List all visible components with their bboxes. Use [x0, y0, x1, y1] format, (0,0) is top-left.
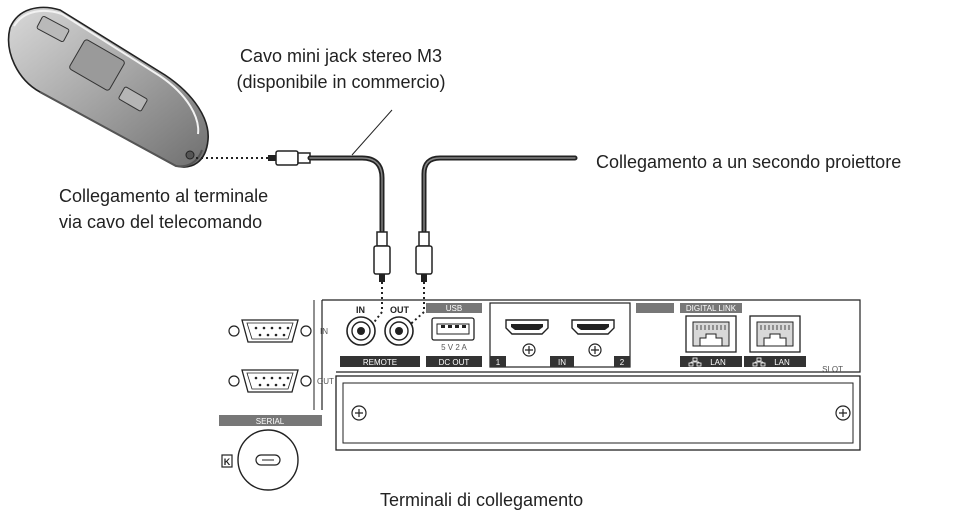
lock-icon: K	[221, 454, 233, 468]
network-icon	[688, 357, 702, 367]
remote-label-bar	[340, 356, 420, 367]
hdmi-port-1-icon	[505, 319, 549, 335]
hdmi-port-2-icon	[571, 319, 615, 335]
screw-icon	[351, 405, 367, 421]
digital-link-label-bar	[680, 303, 742, 313]
rca-jack-in-icon	[346, 316, 376, 346]
serial-label-bar	[219, 415, 322, 426]
svg-text:K: K	[224, 457, 231, 467]
rj45-lan-icon	[749, 315, 801, 353]
usb-label-bar	[426, 303, 482, 313]
rj45-lan-digital-link-icon	[685, 315, 737, 353]
d-sub-serial-out-icon	[228, 369, 312, 393]
usb-label: USB	[446, 304, 462, 313]
serial-in-label: IN	[320, 327, 328, 336]
serial-label: SERIAL	[256, 417, 285, 426]
cable-caption-line1: Cavo mini jack stereo M3	[239, 46, 443, 66]
remote-label: REMOTE	[363, 358, 397, 367]
remote-out-label: OUT	[390, 305, 410, 315]
screw-icon	[835, 405, 851, 421]
projector-terminal-panel: IN OUT SERIAL K IN OUT	[219, 299, 861, 491]
usb-port-icon	[431, 317, 475, 341]
usb-rating: 5 V 2 A	[441, 343, 467, 352]
remote-in-label: IN	[356, 305, 365, 315]
cable-caption-line2: (disponibile in commercio)	[236, 72, 446, 92]
security-knob	[237, 429, 299, 491]
plug-out-icon	[415, 231, 433, 282]
dc-out-label-bar	[426, 356, 482, 367]
screw-icon	[522, 343, 536, 357]
remote-caption-line1: Collegamento al terminale	[59, 186, 269, 206]
second-projector-caption: Collegamento a un secondo proiettore	[596, 152, 902, 172]
dc-out-label: DC OUT	[439, 358, 470, 367]
remote-cable	[307, 155, 385, 235]
mini-jack-plug-icon	[268, 150, 311, 166]
lan-1-label: LAN	[710, 358, 726, 367]
plug-in-icon	[373, 231, 391, 282]
hdmi-2-label: 2	[620, 358, 625, 367]
remote-caption-line2: via cavo del telecomando	[59, 212, 263, 232]
blank-label-bar	[636, 303, 674, 313]
hdmi-in-label: IN	[558, 358, 566, 367]
remote-control-icon	[7, 6, 209, 168]
slot-label: SLOT	[822, 365, 843, 374]
slot-cover	[335, 375, 861, 451]
digital-link-label: DIGITAL LINK	[686, 304, 737, 313]
serial-out-label: OUT	[317, 377, 334, 386]
network-icon	[752, 357, 766, 367]
lan-2-label: LAN	[774, 358, 790, 367]
second-projector-cable	[421, 155, 578, 235]
rca-jack-out-icon	[384, 316, 414, 346]
footer-caption: Terminali di collegamento	[380, 490, 584, 510]
caption-leader-line	[351, 109, 393, 156]
hdmi-1-label: 1	[496, 358, 501, 367]
screw-icon	[588, 343, 602, 357]
d-sub-serial-in-icon	[228, 319, 312, 343]
